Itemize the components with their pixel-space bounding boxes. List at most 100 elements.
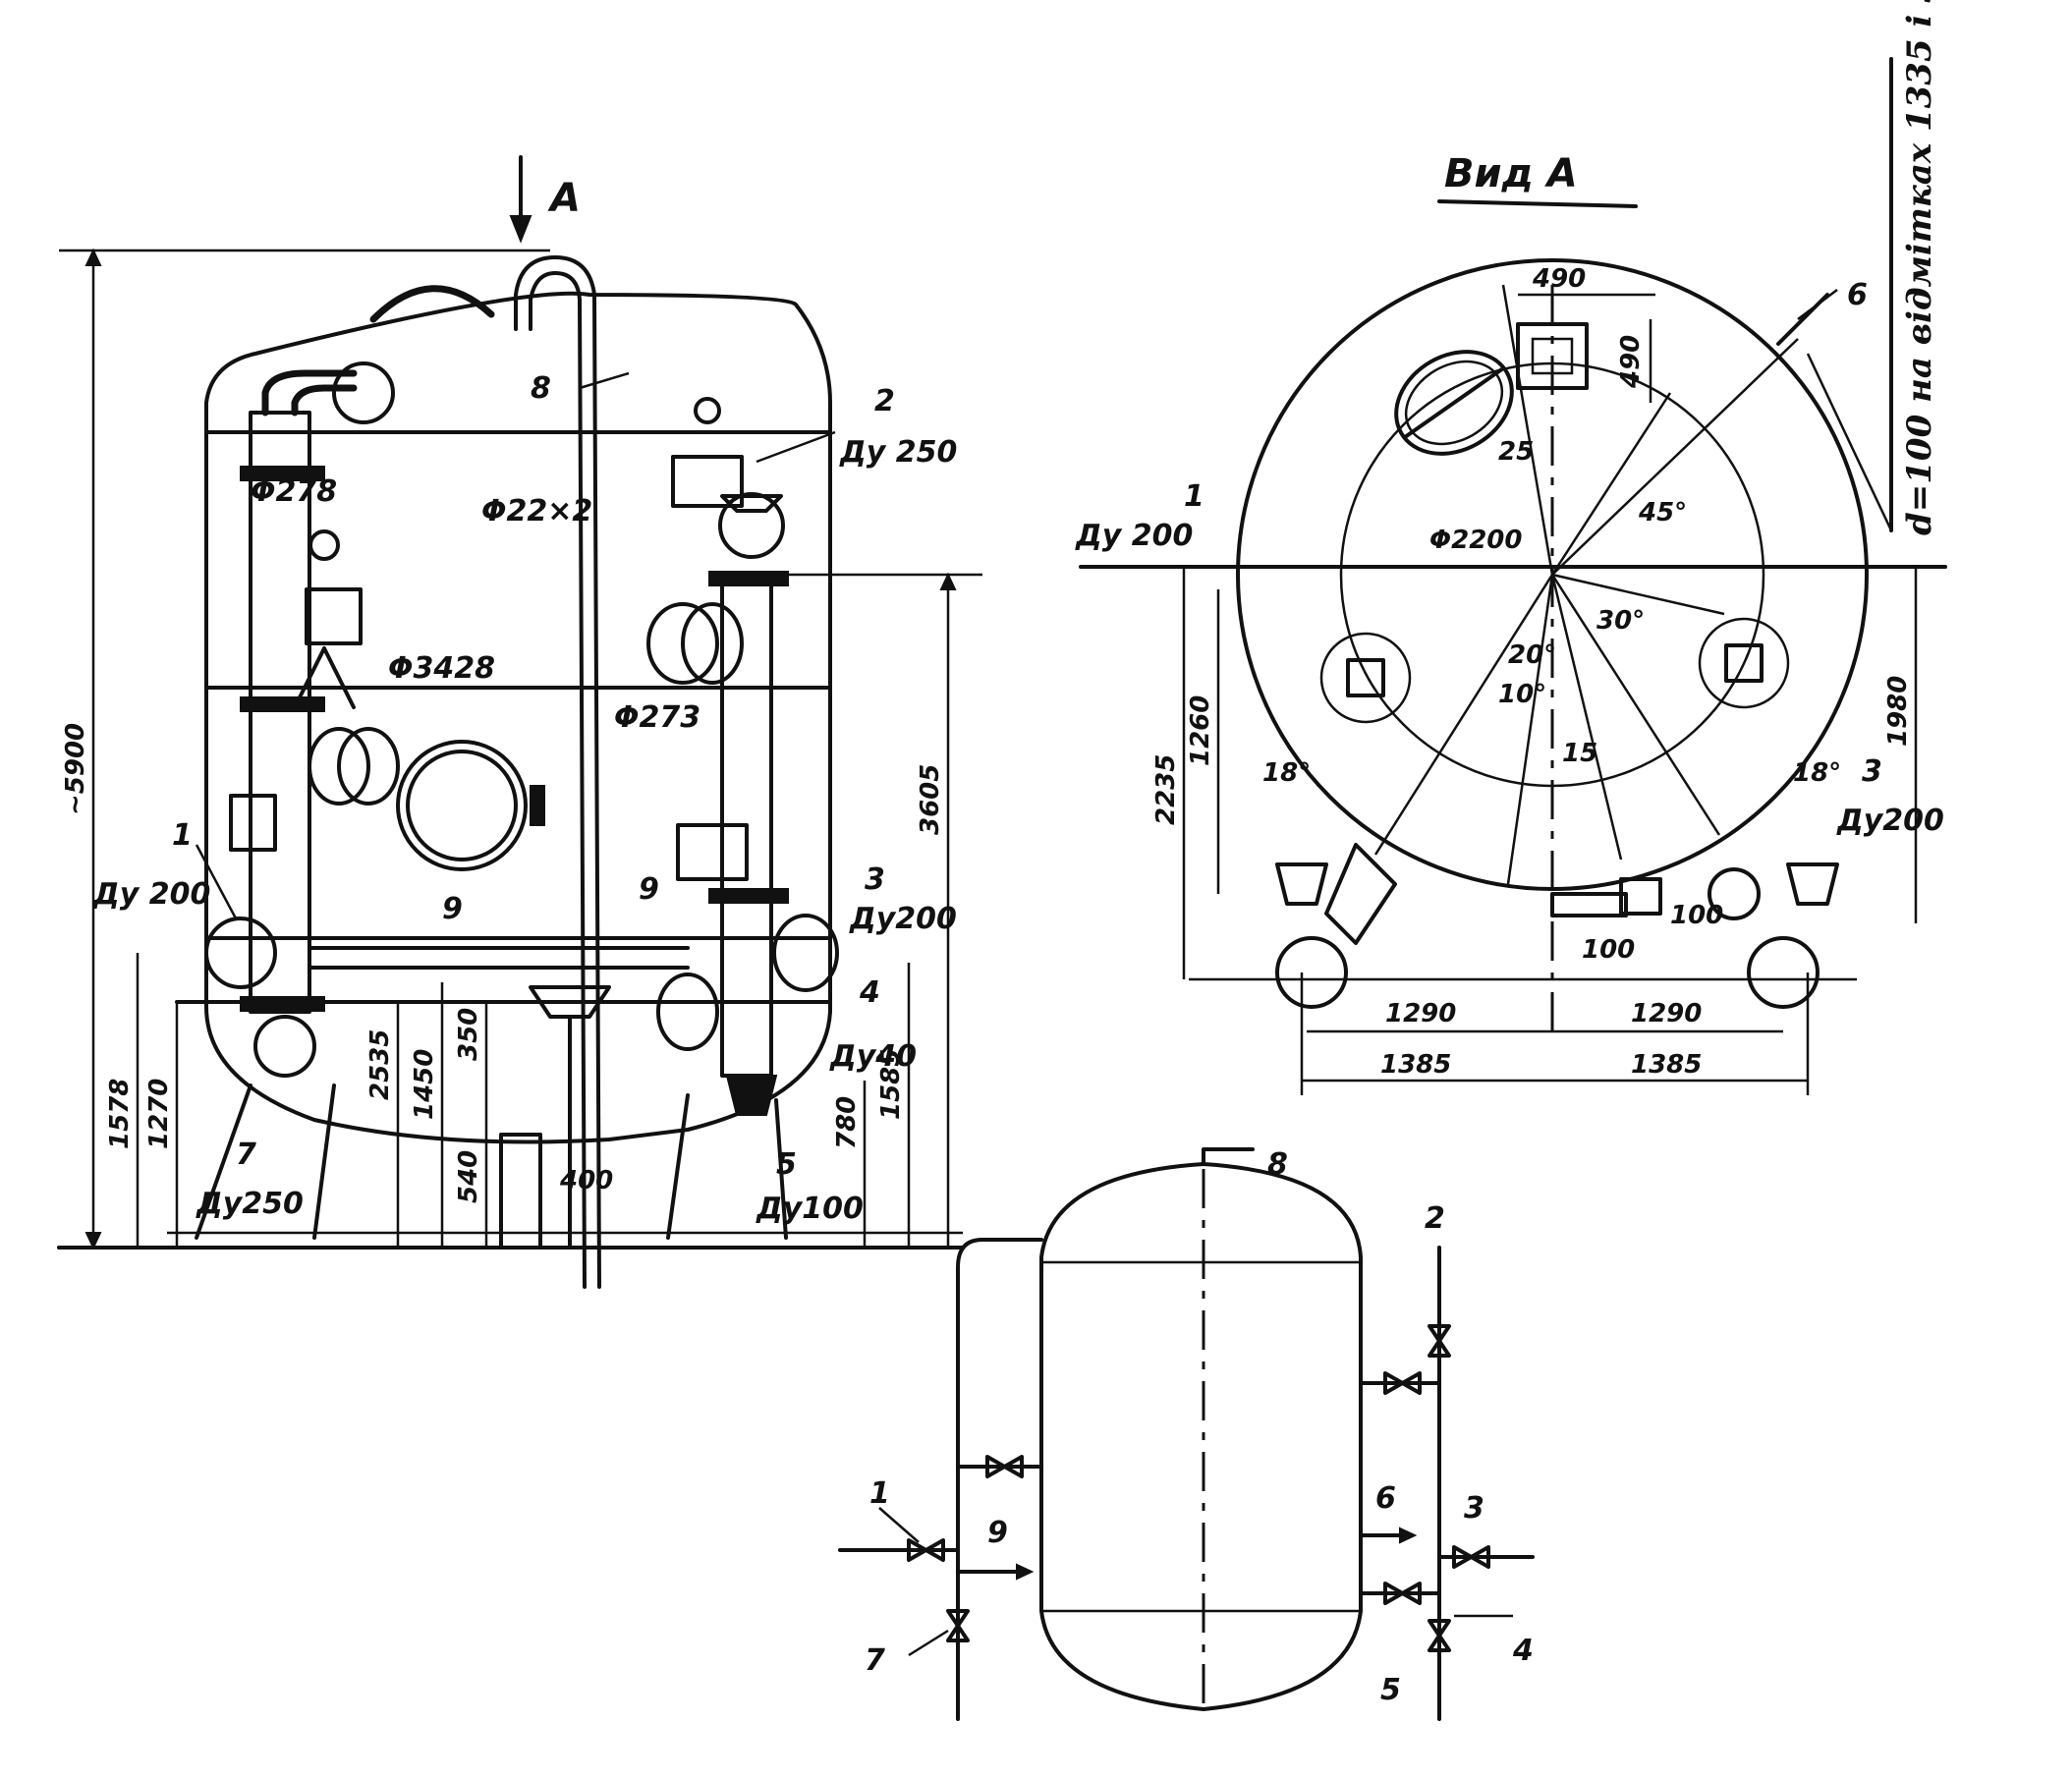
schematic-arrow-9	[1016, 1563, 1035, 1581]
schematic-vessel	[1039, 1162, 1363, 1711]
plan-label-1: 1	[1184, 479, 1204, 514]
label-du200-right: Ду200	[849, 902, 957, 936]
label-2: 2	[874, 384, 895, 418]
schematic-leader-7	[908, 1629, 949, 1657]
plan-dim-1290-left: 1290	[1385, 999, 1456, 1028]
plan-angle-18-right: 18°	[1793, 758, 1841, 788]
radial-lower-1	[1550, 574, 1623, 861]
radial-30b	[1551, 573, 1725, 616]
leg-right	[666, 1093, 788, 1240]
schematic-label-6: 6	[1375, 1481, 1396, 1516]
plan-manhole-inner	[1404, 360, 1504, 446]
label-d22: Φ22×2	[481, 494, 592, 528]
dim-arrow	[84, 1232, 102, 1250]
side-note-leader-diagonal	[1806, 353, 1893, 531]
flange-3	[240, 996, 325, 1012]
label-8: 8	[531, 371, 551, 406]
schematic-label-8: 8	[1267, 1147, 1288, 1182]
schematic-label-7: 7	[865, 1643, 885, 1678]
label-d278: Φ278	[251, 474, 337, 509]
dim-2535: 2535	[365, 1029, 395, 1100]
plan-left-valve-body	[1346, 658, 1385, 697]
dim-1585: 1585	[876, 1049, 906, 1120]
schematic-label-3: 3	[1464, 1491, 1484, 1526]
dim-350: 350	[454, 1008, 483, 1061]
leg-center	[499, 1133, 542, 1250]
schematic-air-pipe	[1202, 1147, 1255, 1166]
label-du250: Ду 250	[839, 435, 957, 470]
plan-manhole-bar	[1403, 366, 1505, 439]
right-valve-b	[681, 602, 744, 685]
label-3: 3	[865, 862, 885, 897]
front-elevation-view: А 8 2 Ду 250 Φ278 Φ22×2 Φ3428 Φ273 1 Ду …	[57, 155, 982, 1289]
plan-left-valve	[1319, 632, 1412, 724]
label-du40: Ду40	[829, 1039, 917, 1074]
plan-diameter-2200: Φ2200	[1429, 526, 1522, 555]
schematic-valve-right-top	[1383, 1371, 1422, 1395]
schematic-valve-3	[1452, 1545, 1490, 1569]
schematic-label-5: 5	[1380, 1673, 1401, 1707]
label-d273: Φ273	[614, 700, 700, 735]
plan-dim-100-b: 100	[1670, 901, 1723, 930]
plan-dim-1980: 1980	[1883, 676, 1913, 747]
left-top-valve	[332, 361, 395, 424]
dim-3605: 3605	[916, 764, 945, 835]
flange-1	[240, 466, 325, 481]
piping-schematic: 8 1 9 7 2 6 3 4 5	[838, 1147, 1535, 1721]
drain-funnel	[529, 985, 611, 1019]
label-du250-bottom: Ду250	[196, 1187, 304, 1221]
plan-nozzle-7	[1275, 936, 1348, 1009]
plan-dim-490-w: 490	[1532, 264, 1586, 294]
left-box-1	[305, 587, 363, 645]
label-9b: 9	[639, 872, 659, 907]
left-valve-a	[308, 727, 370, 806]
dim-780: 780	[832, 1096, 862, 1149]
schematic-valve-right-bottom	[1383, 1582, 1422, 1605]
top-manhole	[369, 285, 495, 323]
plan-nozzle-4	[1708, 867, 1761, 920]
right-gauge	[694, 397, 721, 424]
section-arrow-label: А	[547, 176, 581, 221]
left-box-2	[229, 794, 277, 852]
central-manhole-inner	[406, 750, 518, 861]
flange-2	[240, 696, 325, 712]
right-box-2	[676, 823, 749, 881]
schematic-valve-5	[1428, 1619, 1451, 1652]
nozzle-5-valve	[725, 1075, 778, 1116]
plan-angle-20: 20°	[1508, 640, 1556, 670]
left-valve-b	[337, 727, 400, 806]
manhole-hinge	[530, 785, 545, 826]
plan-label-du200: Ду 200	[1075, 519, 1193, 553]
schematic-label-4: 4	[1512, 1634, 1534, 1668]
plan-view-title-underline	[1437, 199, 1638, 208]
plan-angle-45: 45°	[1638, 498, 1687, 528]
schematic-label-1: 1	[869, 1476, 890, 1511]
radial-lower-3	[1373, 574, 1554, 856]
plan-view: Вид А	[1075, 0, 1947, 1095]
plan-angle-18-left: 18°	[1262, 758, 1311, 788]
nozzle-7-valve	[253, 1015, 316, 1078]
schematic-label-2: 2	[1425, 1201, 1445, 1236]
plan-dim-1290-right: 1290	[1631, 999, 1702, 1028]
nozzle-2-cap	[720, 494, 783, 513]
radial-lower-4	[1550, 574, 1721, 836]
plan-nozzle-9	[1324, 843, 1397, 945]
dim-arrow	[84, 248, 102, 266]
label-5: 5	[776, 1147, 797, 1182]
leader-8	[579, 371, 630, 390]
plan-angle-25: 25	[1498, 437, 1534, 467]
schematic-valve-left-branch	[985, 1455, 1024, 1478]
schematic-arrow-6	[1399, 1527, 1418, 1544]
right-valve-a	[646, 602, 719, 685]
plan-label-3: 3	[1862, 754, 1882, 789]
schematic-leader-1	[878, 1507, 920, 1543]
plan-dim-2235: 2235	[1151, 754, 1181, 825]
side-note-text: d=100 на відмітках 1335 і 3355	[1900, 0, 1939, 535]
nozzle-3-valve	[772, 914, 839, 992]
dim-total-height: ~5900	[61, 723, 90, 815]
vessel-shell	[204, 291, 832, 1144]
radial-top	[1501, 284, 1554, 576]
plan-dim-1260: 1260	[1186, 695, 1215, 766]
left-riser-elbow-inner	[291, 384, 358, 417]
label-d3428: Φ3428	[388, 651, 495, 686]
